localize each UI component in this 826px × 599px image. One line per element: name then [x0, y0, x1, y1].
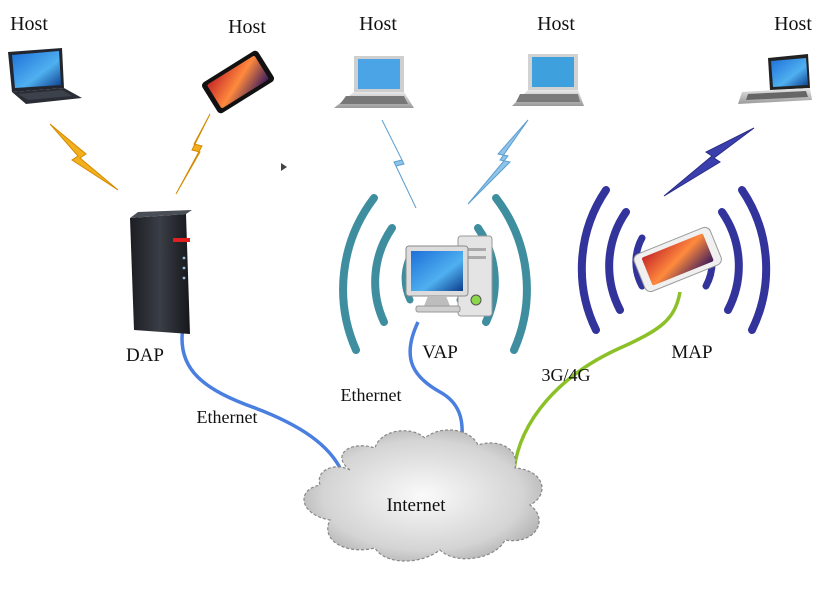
wireless-link-icon [467, 119, 529, 205]
wireless-link-icon [175, 113, 211, 195]
laptop-icon [512, 54, 584, 106]
wireless-link-icon [381, 119, 417, 209]
laptop-icon [738, 54, 812, 104]
smartphone-icon [201, 50, 275, 114]
dap-link-label: Ethernet [197, 407, 258, 427]
internet-cloud-icon [303, 429, 543, 562]
laptop-icon [334, 56, 414, 108]
vap-label: VAP [422, 342, 458, 363]
laptop-icon [8, 48, 82, 104]
host-label: Host [228, 16, 266, 38]
host-label: Host [10, 13, 48, 35]
host-label: Host [774, 13, 812, 35]
map-link-label: 3G/4G [542, 365, 591, 385]
internet-label: Internet [386, 495, 446, 516]
host-label: Host [359, 13, 397, 35]
wireless-link-icon [49, 123, 119, 191]
cursor-icon [281, 163, 287, 171]
vap-ethernet-cable [408, 321, 464, 437]
host-label: Host [537, 13, 575, 35]
smartphone-icon [633, 226, 722, 293]
desktop-computer-icon [405, 235, 493, 317]
vap-link-label: Ethernet [341, 385, 402, 405]
wireless-link-icon [663, 127, 755, 197]
dap-ethernet-cable [180, 326, 344, 473]
router-icon [130, 210, 192, 334]
map-cellular-link [512, 291, 682, 471]
dap-label: DAP [126, 345, 164, 366]
map-label: MAP [671, 342, 712, 363]
